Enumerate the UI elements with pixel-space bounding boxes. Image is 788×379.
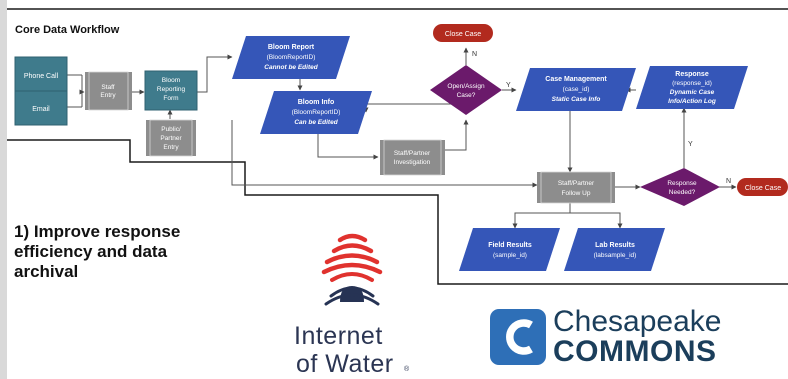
public-partner-entry-line-1: Public/ xyxy=(161,126,181,133)
staff-partner-investigation-line-1: Staff/Partner xyxy=(394,150,431,157)
response-needed-decision: Response Needed? xyxy=(640,168,720,206)
field-results-line-2: (sample_id) xyxy=(493,252,527,259)
phone-call-label: Phone Call xyxy=(24,73,59,80)
staff-partner-follow-up-node: Staff/Partner Follow Up xyxy=(537,171,615,204)
bloom-info-line-2: (BloomReportID) xyxy=(292,109,341,116)
open-assign-case-line-1: Open/Assign xyxy=(447,83,485,90)
response-needed-line-2: Needed? xyxy=(669,189,696,196)
bloom-reporting-form-node: Bloom Reporting Form xyxy=(144,70,198,111)
slide-edge-shadow xyxy=(0,0,7,379)
public-partner-entry-line-2: Partner xyxy=(160,135,182,142)
bloom-info-line-1: Bloom Info xyxy=(298,99,335,106)
field-results-node: Field Results (sample_id) xyxy=(459,228,560,271)
response-line-3: Dynamic Case xyxy=(670,89,715,96)
close-case-right-node: Close Case xyxy=(737,178,788,196)
bloom-info-line-3: Can be Edited xyxy=(294,119,338,126)
response-needed-no-label: N xyxy=(726,178,731,185)
takeaway-text: 1) Improve response efficiency and data … xyxy=(14,222,244,282)
close-case-right-label: Close Case xyxy=(745,185,781,192)
lab-results-line-2: (labsample_id) xyxy=(594,252,637,259)
response-needed-line-1: Response xyxy=(667,180,697,187)
email-label: Email xyxy=(32,106,50,113)
bloom-info-node: Bloom Info (BloomReportID) Can be Edited xyxy=(260,91,372,134)
chesapeake-wordmark: Chesapeake xyxy=(553,305,722,338)
bloom-reporting-form-line-3: Form xyxy=(163,95,178,102)
open-assign-no-label: N xyxy=(472,51,477,58)
case-management-node: Case Management (case_id) Static Case In… xyxy=(516,68,636,111)
response-needed-yes-label: Y xyxy=(688,141,693,148)
takeaway-line-2: efficiency and data xyxy=(14,242,168,261)
staff-entry-line-2: Entry xyxy=(100,92,116,99)
internet-of-water-registered-mark: ® xyxy=(404,366,410,373)
public-partner-entry-line-3: Entry xyxy=(163,144,179,151)
bloom-report-line-3: Cannot be Edited xyxy=(264,64,318,71)
chesapeake-commons-logo-tile xyxy=(490,309,546,365)
staff-partner-investigation-line-2: Investigation xyxy=(394,159,431,166)
bloom-reporting-form-line-1: Bloom xyxy=(162,77,180,84)
lab-results-node: Lab Results (labsample_id) xyxy=(564,228,665,271)
takeaway-line-1: 1) Improve response xyxy=(14,222,181,241)
bloom-report-line-1: Bloom Report xyxy=(268,44,315,51)
email-node: Email xyxy=(14,90,68,126)
staff-partner-follow-up-line-1: Staff/Partner xyxy=(558,180,595,187)
internet-of-water-line-2: of Water xyxy=(296,350,394,378)
response-node: Response (response_id) Dynamic Case Info… xyxy=(636,66,748,109)
staff-entry-node: Staff Entry xyxy=(85,71,132,111)
internet-of-water-line-1: Internet xyxy=(294,322,383,350)
takeaway-line-3: archival xyxy=(14,262,79,281)
connectors xyxy=(67,47,737,229)
case-management-line-1: Case Management xyxy=(545,76,607,83)
field-results-line-1: Field Results xyxy=(488,242,532,249)
case-management-line-3: Static Case Info xyxy=(552,96,601,103)
internet-of-water-logo-mark xyxy=(321,233,383,306)
close-case-top-node: Close Case xyxy=(433,24,493,42)
staff-entry-line-1: Staff xyxy=(101,84,114,91)
open-assign-case-decision: Open/Assign Case? xyxy=(430,65,502,115)
staff-partner-follow-up-line-2: Follow Up xyxy=(562,190,591,197)
open-assign-yes-label: Y xyxy=(506,82,511,89)
diagram-title: Core Data Workflow xyxy=(15,24,120,36)
public-partner-entry-node: Public/ Partner Entry xyxy=(146,119,196,157)
commons-wordmark: COMMONS xyxy=(553,335,717,368)
response-line-2: (response_id) xyxy=(672,80,712,87)
close-case-top-label: Close Case xyxy=(445,31,481,38)
bloom-report-node: Bloom Report (BloomReportID) Cannot be E… xyxy=(232,36,350,79)
case-management-line-2: (case_id) xyxy=(563,86,590,93)
phone-call-node: Phone Call xyxy=(14,56,68,94)
response-line-1: Response xyxy=(675,71,709,78)
staff-partner-investigation-node: Staff/Partner Investigation xyxy=(380,139,445,176)
lab-results-line-1: Lab Results xyxy=(595,242,635,249)
bloom-reporting-form-line-2: Reporting xyxy=(157,86,186,93)
bloom-report-line-2: (BloomReportID) xyxy=(267,54,316,61)
open-assign-case-line-2: Case? xyxy=(457,92,476,99)
diagram-frame xyxy=(7,8,788,285)
response-line-4: Info/Action Log xyxy=(668,98,716,105)
